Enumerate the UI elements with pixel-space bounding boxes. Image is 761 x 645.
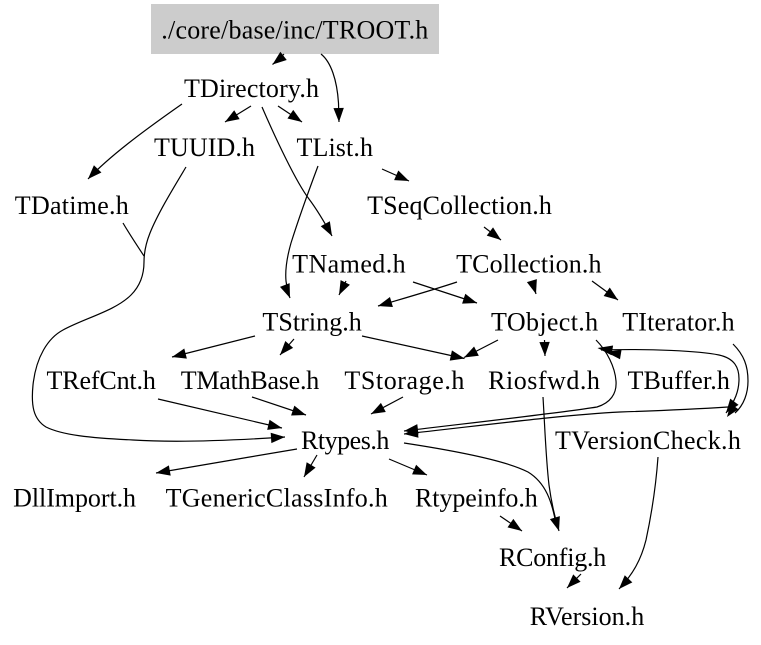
- svg-text:TVersionCheck.h: TVersionCheck.h: [555, 426, 741, 455]
- svg-text:TRefCnt.h: TRefCnt.h: [47, 366, 156, 395]
- svg-text:TList.h: TList.h: [296, 133, 373, 162]
- svg-text:TBuffer.h: TBuffer.h: [628, 366, 730, 395]
- svg-text:TString.h: TString.h: [262, 308, 361, 337]
- svg-text:TUUID.h: TUUID.h: [154, 133, 255, 162]
- svg-text:TIterator.h: TIterator.h: [622, 308, 734, 337]
- svg-text:TNamed.h: TNamed.h: [292, 249, 406, 278]
- svg-text:TStorage.h: TStorage.h: [344, 366, 464, 395]
- svg-text:DllImport.h: DllImport.h: [13, 484, 136, 513]
- svg-text:TDirectory.h: TDirectory.h: [184, 74, 319, 103]
- svg-text:Rtypeinfo.h: Rtypeinfo.h: [415, 484, 538, 513]
- svg-text:Riosfwd.h: Riosfwd.h: [488, 366, 600, 395]
- svg-text:TMathBase.h: TMathBase.h: [181, 366, 320, 395]
- svg-text:RVersion.h: RVersion.h: [530, 602, 644, 631]
- svg-text:RConfig.h: RConfig.h: [499, 543, 606, 572]
- svg-text:./core/base/inc/TROOT.h: ./core/base/inc/TROOT.h: [161, 15, 428, 44]
- svg-text:TGenericClassInfo.h: TGenericClassInfo.h: [166, 484, 388, 513]
- svg-text:TCollection.h: TCollection.h: [456, 249, 601, 278]
- svg-text:TObject.h: TObject.h: [491, 308, 598, 337]
- svg-text:TSeqCollection.h: TSeqCollection.h: [367, 191, 552, 220]
- svg-text:TDatime.h: TDatime.h: [15, 191, 129, 220]
- svg-text:Rtypes.h: Rtypes.h: [301, 426, 389, 455]
